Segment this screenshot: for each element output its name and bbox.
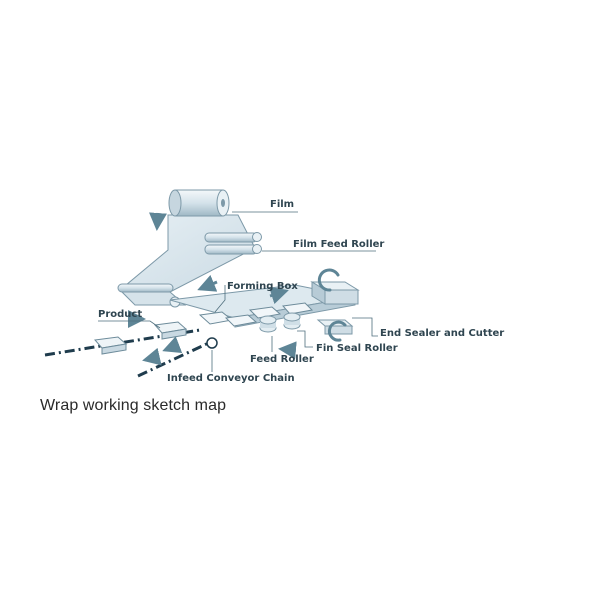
chain-sprocket <box>206 337 218 349</box>
label-forming-box: Forming Box <box>227 281 298 292</box>
infeed-conveyor-chain <box>44 328 216 378</box>
label-infeed-conveyor-chain: Infeed Conveyor Chain <box>167 373 295 384</box>
rotation-arrows <box>317 268 347 342</box>
label-product: Product <box>98 309 142 320</box>
label-film: Film <box>270 199 294 210</box>
product-item <box>94 321 188 355</box>
direction-arrows <box>128 212 297 366</box>
products-in-film <box>198 302 314 327</box>
film-roll <box>168 189 230 217</box>
film-feed-roller <box>204 232 262 255</box>
fin-seal-roller <box>259 312 301 333</box>
label-fin-seal-roller: Fin Seal Roller <box>316 343 398 354</box>
diagram-caption: Wrap working sketch map <box>40 397 227 414</box>
leader-lines <box>98 211 378 372</box>
label-end-sealer-and-cutter: End Sealer and Cutter <box>380 328 504 339</box>
label-feed-roller: Feed Roller <box>250 354 314 365</box>
label-film-feed-roller: Film Feed Roller <box>293 239 384 250</box>
